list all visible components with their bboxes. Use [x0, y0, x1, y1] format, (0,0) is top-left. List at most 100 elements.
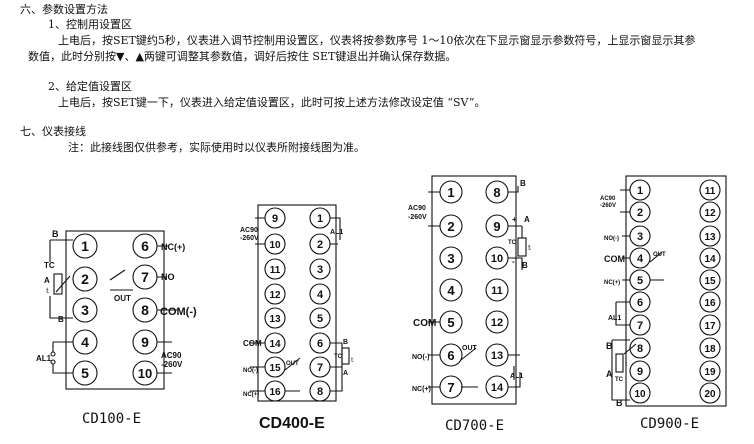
cd900-pin-10: 10 — [629, 382, 651, 404]
cd400-label-b: B — [343, 339, 348, 346]
cd900-label-t: t — [625, 361, 628, 368]
cd400-pin-5: 5 — [309, 307, 331, 329]
svg-text:6: 6 — [637, 297, 643, 309]
cd100-pin-7: 7 — [132, 264, 158, 290]
cd900-pin-14: 14 — [699, 247, 721, 269]
svg-text:6: 6 — [141, 238, 149, 254]
svg-text:6: 6 — [317, 338, 323, 350]
cd400-diagram: 9 10 11 12 13 14 15 16 1 2 3 4 5 6 7 8 A… — [240, 204, 354, 432]
cd900-pin-11: 11 — [699, 179, 721, 201]
cd700-label-al1: AL1 — [510, 373, 523, 380]
svg-text:5: 5 — [317, 313, 323, 325]
cd900-label-b-bottom: B — [616, 398, 623, 408]
svg-text:7: 7 — [141, 269, 149, 285]
cd400-pin-16: 16 — [264, 380, 286, 402]
cd900-label-com: COM — [604, 254, 625, 264]
svg-text:1: 1 — [317, 213, 323, 225]
cd900-pin-18: 18 — [699, 337, 721, 359]
cd700-pin-12: 12 — [485, 310, 509, 334]
cd900-pin-6: 6 — [629, 291, 651, 313]
svg-text:20: 20 — [704, 389, 716, 400]
svg-text:12: 12 — [704, 208, 716, 219]
subsection-1-title: 1、控制用设置区 — [48, 18, 132, 31]
svg-text:16: 16 — [704, 298, 716, 309]
svg-text:15: 15 — [704, 276, 716, 287]
cd700-label-a: A — [524, 215, 530, 224]
svg-text:2: 2 — [81, 271, 89, 287]
cd700-label-b-bottom: B — [522, 261, 528, 270]
cd100-label-b-top: B — [52, 229, 59, 239]
cd900-pin-17: 17 — [699, 314, 721, 336]
cd400-pin-2: 2 — [309, 233, 331, 255]
svg-text:2: 2 — [317, 239, 323, 251]
svg-text:2: 2 — [637, 207, 643, 219]
cd400-label-com: COM — [243, 339, 262, 348]
cd100-label-al1: AL1 — [36, 354, 52, 363]
svg-text:10: 10 — [138, 366, 152, 381]
cd900-pin-12: 12 — [699, 201, 721, 223]
cd100-tc-wire — [49, 239, 73, 319]
svg-text:13: 13 — [491, 350, 503, 362]
cd400-pin-3: 3 — [309, 258, 331, 280]
svg-text:16: 16 — [269, 387, 281, 398]
cd400-pin-12: 12 — [264, 283, 286, 305]
cd700-pin-2: 2 — [439, 214, 463, 238]
svg-text:4: 4 — [447, 283, 455, 298]
cd100-label-t: t — [46, 287, 49, 295]
svg-text:12: 12 — [491, 317, 503, 329]
cd900-pin-9: 9 — [629, 360, 651, 382]
cd400-label-a: A — [343, 370, 348, 377]
cd100-label-nc-plus: NC(+) — [161, 242, 185, 252]
svg-text:7: 7 — [447, 380, 454, 395]
cd400-pin-8: 8 — [309, 380, 331, 402]
svg-text:3: 3 — [317, 264, 323, 276]
cd900-label-ac90: AC90 — [600, 196, 616, 202]
cd700-pin-10: 10 — [485, 246, 509, 270]
wiring-note: 注：此接线图仅供参考，实际使用时以仪表所附接线图为准。 — [68, 141, 365, 154]
cd700-label-plus: + — [512, 215, 517, 224]
svg-text:3: 3 — [637, 231, 643, 243]
cd400-label-out: OUT — [286, 361, 299, 367]
cd400-pin-11: 11 — [264, 258, 286, 280]
cd700-label-260v: -260V — [408, 214, 427, 221]
subsection-2-title: 2、给定值设置区 — [48, 80, 132, 93]
svg-text:19: 19 — [704, 367, 716, 378]
cd700-diagram: 1 2 3 4 5 6 7 8 9 10 11 12 13 14 AC90 -2… — [408, 175, 531, 434]
svg-text:8: 8 — [141, 302, 149, 318]
cd700-pin-9: 9 — [485, 214, 509, 238]
cd900-label-tc: TC — [615, 377, 624, 383]
cd700-label-ac90: AC90 — [408, 205, 426, 212]
svg-text:9: 9 — [141, 334, 149, 350]
cd700-label-out: OUT — [462, 345, 478, 352]
cd700-pin-5: 5 — [439, 310, 463, 334]
cd100-pin-3: 3 — [72, 297, 98, 323]
cd900-label-nc-plus: NC(+) — [604, 280, 620, 286]
svg-text:3: 3 — [447, 251, 454, 266]
cd900-pin-7: 7 — [629, 314, 651, 336]
svg-text:7: 7 — [637, 320, 643, 332]
cd400-label-al1: AL1 — [330, 229, 343, 236]
svg-text:13: 13 — [269, 314, 281, 325]
cd900-frame — [625, 175, 727, 407]
svg-text:10: 10 — [269, 240, 281, 251]
cd900-label-260v: -260V — [600, 203, 616, 209]
cd700-caption: CD700-E — [445, 418, 504, 434]
cd900-pin-4: 4 — [629, 247, 651, 269]
cd900-pin-13: 13 — [699, 225, 721, 247]
cd900-label-a: A — [606, 369, 613, 379]
cd900-pin-3: 3 — [629, 225, 651, 247]
cd900-label-out: OUT — [653, 252, 666, 258]
cd100-tc-resistor — [53, 273, 63, 295]
cd100-label-b-bottom: B — [58, 315, 64, 324]
cd100-pin-5: 5 — [72, 360, 98, 386]
cd400-pin-6: 6 — [309, 332, 331, 354]
cd400-pin-13: 13 — [264, 307, 286, 329]
cd100-label-com: COM(-) — [160, 306, 197, 318]
cd700-label-com: COM — [413, 318, 436, 329]
cd100-pin-1: 1 — [72, 233, 98, 259]
cd700-pin-3: 3 — [439, 246, 463, 270]
cd400-pin-14: 14 — [264, 332, 286, 354]
cd700-label-b-top: B — [520, 179, 526, 188]
cd400-label-ac90: AC90 — [240, 227, 258, 234]
